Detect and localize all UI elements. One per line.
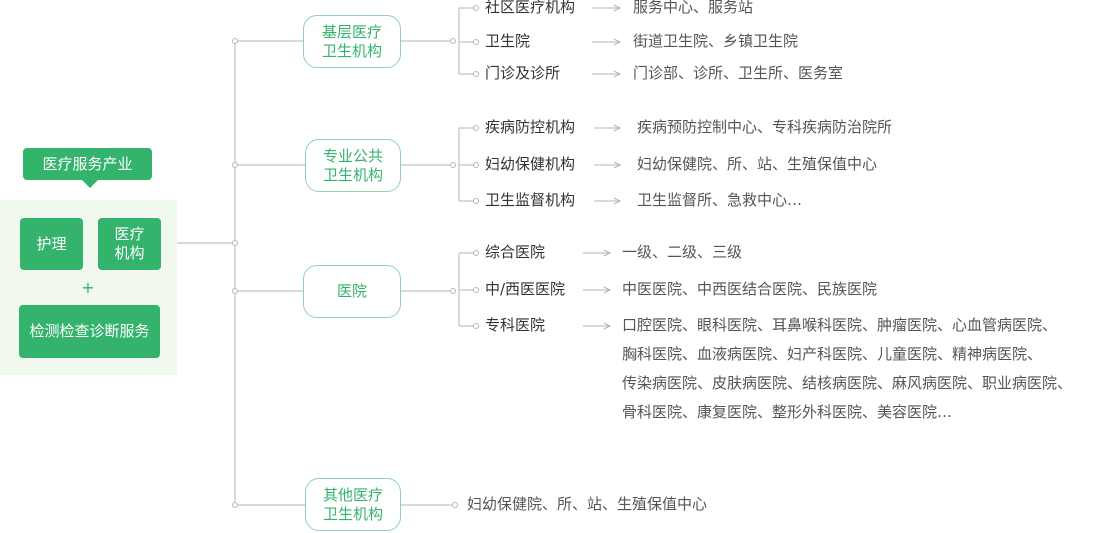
connector-dot — [232, 162, 238, 168]
connector-dot — [473, 198, 479, 204]
connector-dot — [473, 39, 479, 45]
branch-description: 妇幼保健院、所、站、生殖保值中心 — [467, 495, 708, 513]
nursing-box: 护理 — [20, 218, 83, 270]
branch-node-0: 基层医疗卫生机构 — [303, 15, 401, 68]
child-description: 街道卫生院、乡镇卫生院 — [633, 32, 799, 50]
child-label: 门诊及诊所 — [485, 64, 561, 82]
child-description: 服务中心、服务站 — [633, 0, 754, 16]
child-description: 中医医院、中西医结合医院、民族医院 — [622, 280, 878, 298]
child-label: 社区医疗机构 — [485, 0, 576, 16]
child-description: 骨科医院、康复医院、整形外科医院、美容医院… — [622, 403, 953, 421]
child-label: 妇幼保健机构 — [485, 155, 576, 173]
arrow-icon — [603, 286, 612, 294]
connector-dot — [473, 71, 479, 77]
child-label: 卫生监督机构 — [485, 191, 576, 209]
arrow-icon — [613, 38, 622, 46]
connector-dot — [473, 125, 479, 131]
industry-label: 医疗服务产业 — [23, 148, 152, 180]
branch-node-2: 医院 — [303, 265, 401, 318]
branch-node-line2: 卫生机构 — [322, 165, 383, 184]
arrow-icon — [613, 4, 622, 12]
child-description: 传染病医院、皮肤病医院、结核病医院、麻风病医院、职业病医院、 — [622, 374, 1073, 392]
connector-dot — [473, 250, 479, 256]
child-label: 综合医院 — [485, 243, 546, 261]
branch-node-3: 其他医疗卫生机构 — [305, 478, 401, 531]
branch-node-line1: 其他医疗 — [322, 485, 383, 504]
testing-service-box: 检测检查诊断服务 — [19, 305, 160, 358]
branch-node-line2: 卫生机构 — [322, 504, 383, 523]
branch-node-line1: 医院 — [336, 282, 367, 300]
child-description: 门诊部、诊所、卫生所、医务室 — [633, 64, 844, 82]
medical-institution-line2: 机构 — [114, 244, 145, 262]
medical-institution-box: 医疗 机构 — [98, 218, 161, 270]
connector-dot — [452, 502, 458, 508]
arrow-icon — [613, 197, 622, 205]
child-description: 胸科医院、血液病医院、妇产科医院、儿童医院、精神病医院、 — [622, 345, 1043, 363]
connector-dot — [450, 288, 456, 294]
child-label: 卫生院 — [485, 32, 531, 50]
branch-node-1: 专业公共卫生机构 — [305, 139, 401, 192]
industry-label-pointer — [82, 180, 98, 188]
child-description: 卫生监督所、急救中心… — [637, 191, 803, 209]
child-label: 专科医院 — [485, 316, 546, 334]
branch-node-line1: 基层医疗 — [321, 22, 382, 41]
branch-node-line1: 专业公共 — [322, 146, 383, 165]
arrow-icon — [613, 70, 622, 78]
connector-dot — [473, 5, 479, 11]
plus-sign: + — [81, 278, 95, 297]
child-description: 一级、二级、三级 — [622, 243, 743, 261]
child-label: 中/西医医院 — [485, 280, 566, 298]
arrow-icon — [613, 124, 622, 132]
child-description: 口腔医院、眼科医院、耳鼻喉科医院、肿瘤医院、心血管病医院、 — [622, 316, 1058, 334]
medical-institution-line1: 医疗 — [114, 225, 145, 243]
arrow-icon — [613, 161, 622, 169]
connector-dot — [450, 162, 456, 168]
child-label: 疾病防控机构 — [485, 118, 576, 136]
arrow-icon — [603, 322, 612, 330]
child-description: 疾病预防控制中心、专科疾病防治院所 — [637, 118, 893, 136]
child-description: 妇幼保健院、所、站、生殖保值中心 — [637, 155, 878, 173]
connector-dot — [232, 502, 238, 508]
arrow-icon — [603, 249, 612, 257]
connector-dot — [232, 288, 238, 294]
connector-dot — [450, 38, 456, 44]
connector-dot — [232, 240, 238, 246]
connector-dot — [473, 323, 479, 329]
connector-dot — [232, 38, 238, 44]
branch-node-line2: 卫生机构 — [321, 41, 382, 60]
connector-dot — [473, 162, 479, 168]
connector-dot — [473, 287, 479, 293]
